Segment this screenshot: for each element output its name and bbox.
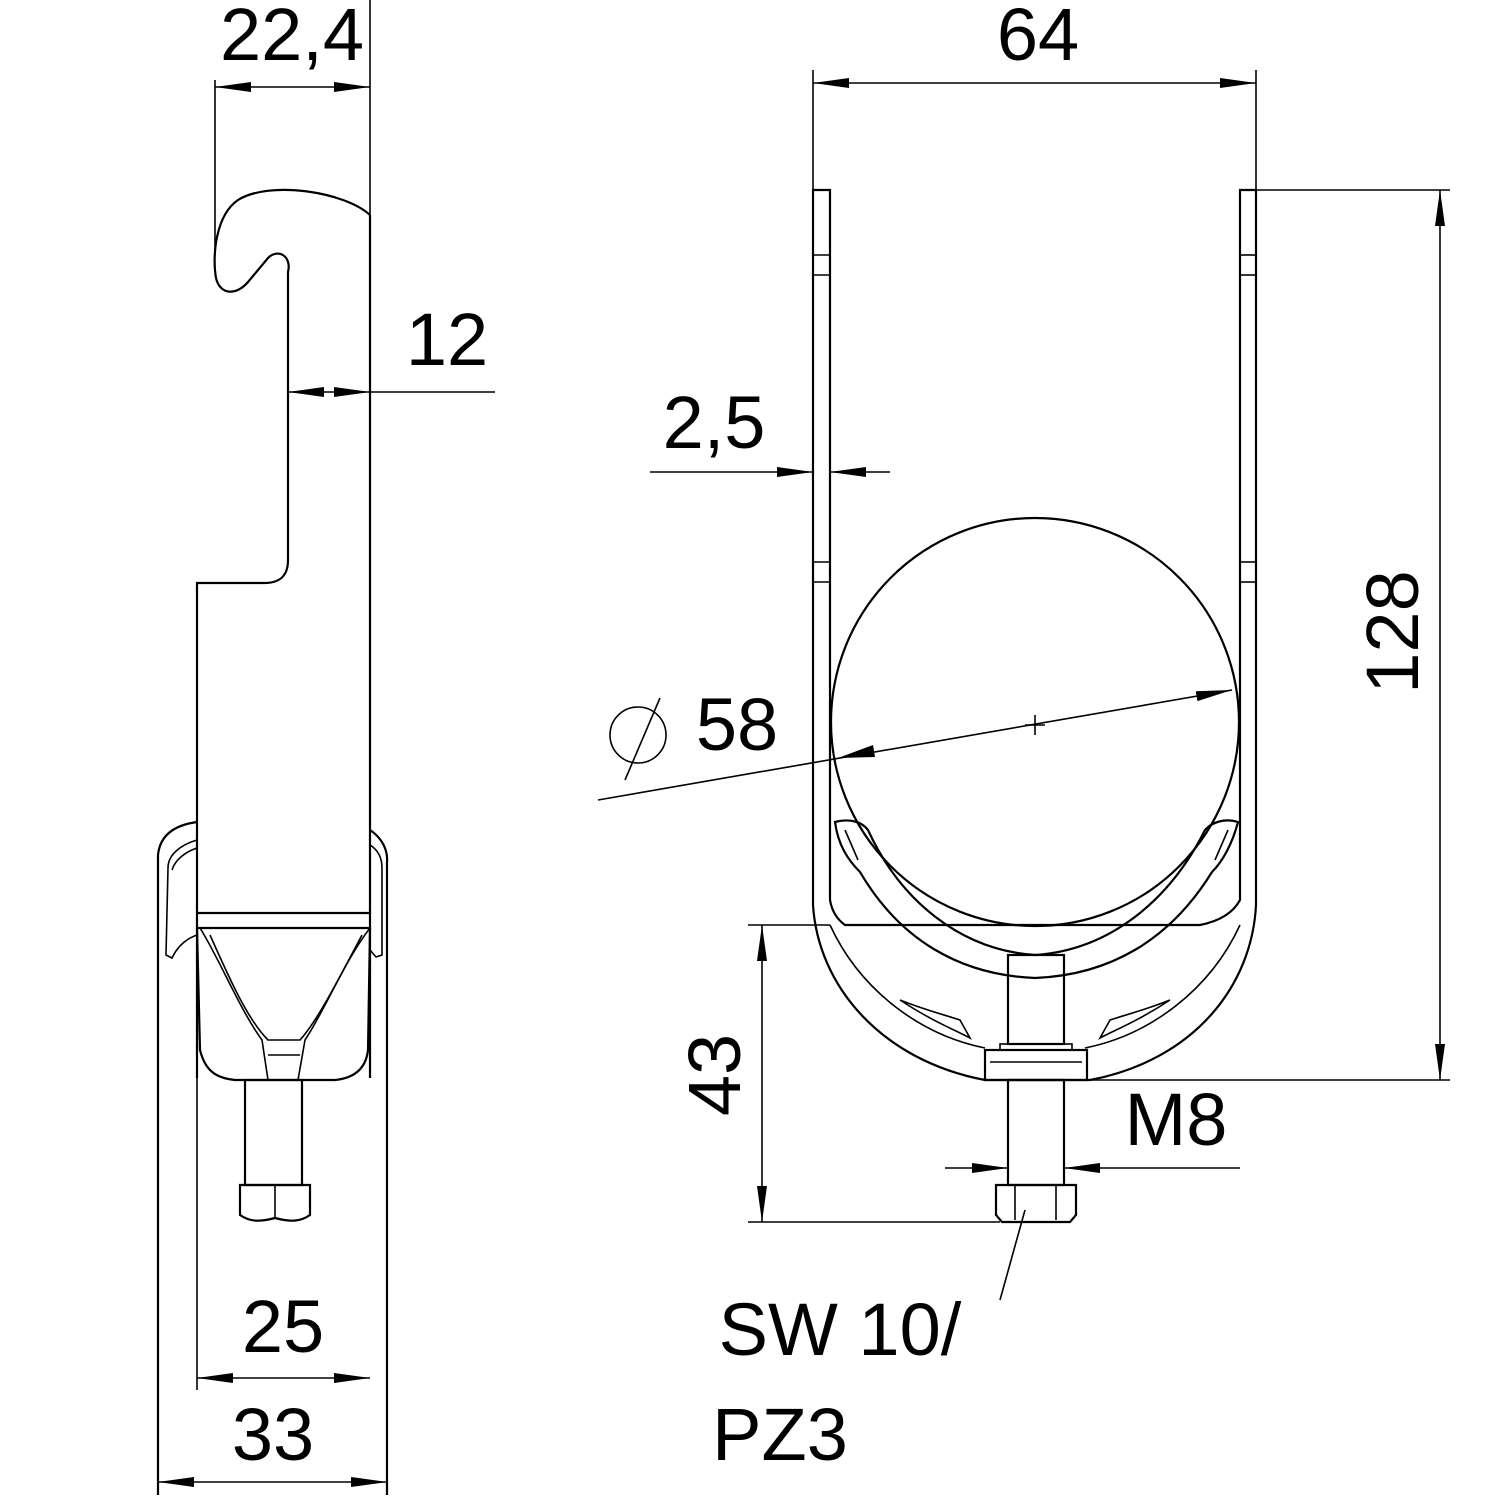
diameter-symbol-icon [609, 697, 667, 781]
dim-top-width: 22,4 [220, 0, 364, 76]
outer-clip [156, 820, 198, 1495]
cable-circle [829, 516, 1241, 928]
dim-strap-thickness: 2,5 [663, 381, 766, 464]
dim-height: 128 [1351, 570, 1434, 693]
label-tool-line2: PZ3 [712, 1393, 848, 1476]
dim-diameter: 58 [696, 683, 778, 766]
label-tool-line1: SW 10/ [719, 1288, 962, 1371]
dim-width: 64 [997, 0, 1079, 76]
hook-profile [195, 188, 371, 1078]
dim-outer-width: 33 [232, 1393, 314, 1476]
dim-inner-width: 25 [242, 1285, 324, 1368]
strap [811, 188, 1258, 1082]
side-view: 22,4 12 25 33 [156, 0, 495, 1495]
dim-bolt-height: 43 [673, 1034, 756, 1116]
dim-thread: M8 [1125, 1078, 1228, 1161]
dim-hook-thickness: 12 [406, 298, 488, 381]
front-view: 64 128 2,5 58 43 M8 SW 10/ PZ3 [597, 0, 1450, 1476]
